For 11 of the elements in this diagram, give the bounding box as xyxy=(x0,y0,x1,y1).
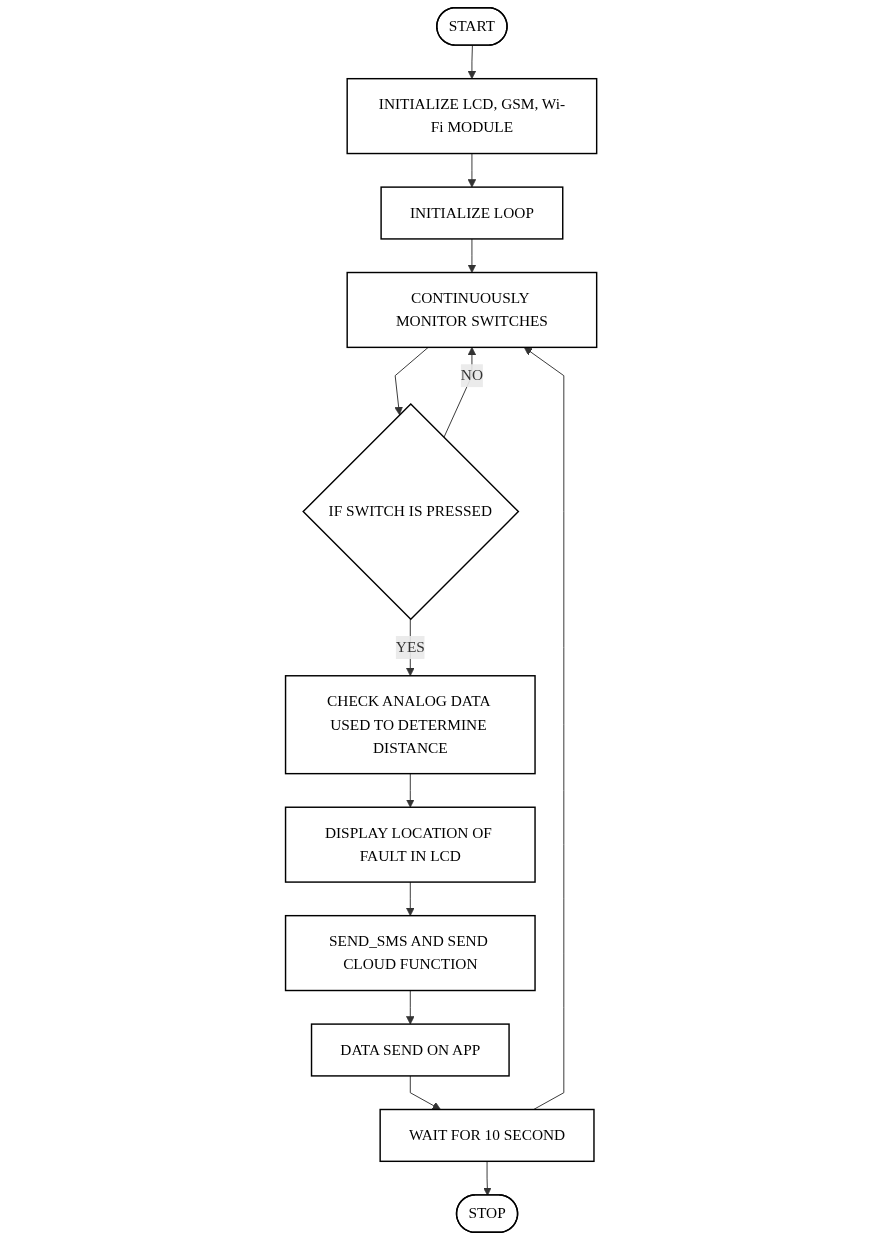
node-diamond: IF SWITCH IS PRESSED xyxy=(302,402,520,621)
node-box: INITIALIZE LCD, GSM, Wi-Fi MODULE xyxy=(346,77,598,155)
node-box: CHECK ANALOG DATA USED TO DETERMINE DISTANCE xyxy=(285,675,537,775)
node-box: CONTINUOUSLY MONITOR SWITCHES xyxy=(346,271,598,349)
node-box: DISPLAY LOCATION OF FAULT IN LCD xyxy=(285,806,537,883)
edge-label: YES xyxy=(396,638,426,656)
node-box: INITIALIZE LOOP xyxy=(380,186,564,240)
node-box: SEND_SMS AND SEND CLOUD FUNCTION xyxy=(285,914,537,992)
edge-label: NO xyxy=(461,367,484,384)
node-box: WAIT FOR 10 SECOND xyxy=(379,1108,596,1163)
node-box: DATA SEND ON APP xyxy=(311,1023,511,1077)
